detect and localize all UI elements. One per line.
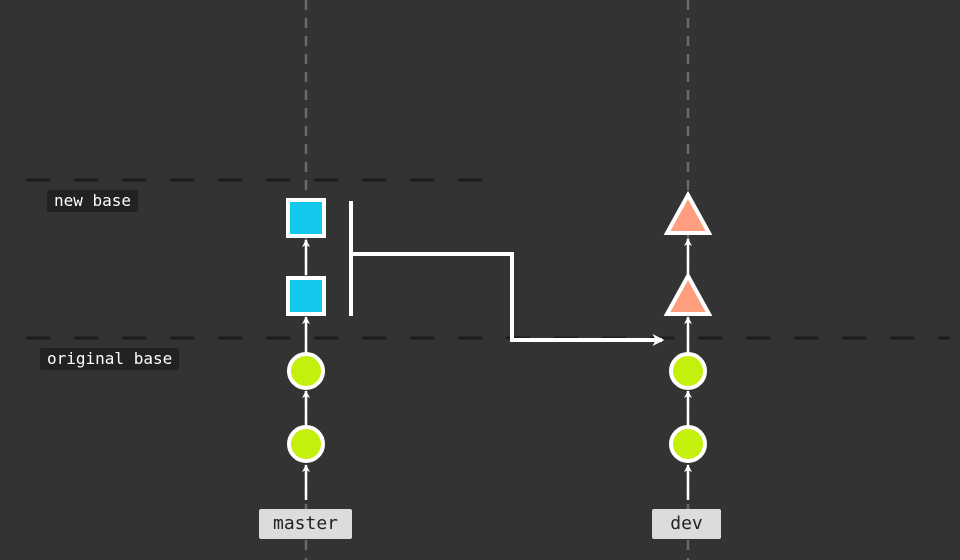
master-commit-1-icon <box>286 276 326 316</box>
master-branch-label: master <box>259 509 352 539</box>
base-commit-1-dev-icon <box>669 425 707 463</box>
master-commit-2-icon <box>286 198 326 238</box>
rebase-arrow <box>352 252 665 346</box>
dev-commit-1-icon <box>663 271 713 316</box>
new-base-label: new base <box>47 190 139 212</box>
original-base-label: original base <box>40 348 180 370</box>
base-commit-1-master-icon <box>287 425 325 463</box>
base-commit-2-master-icon <box>287 352 325 390</box>
dev-commit-2-icon <box>663 190 713 235</box>
dev-branch-label: dev <box>652 509 721 539</box>
base-commit-2-dev-icon <box>669 352 707 390</box>
